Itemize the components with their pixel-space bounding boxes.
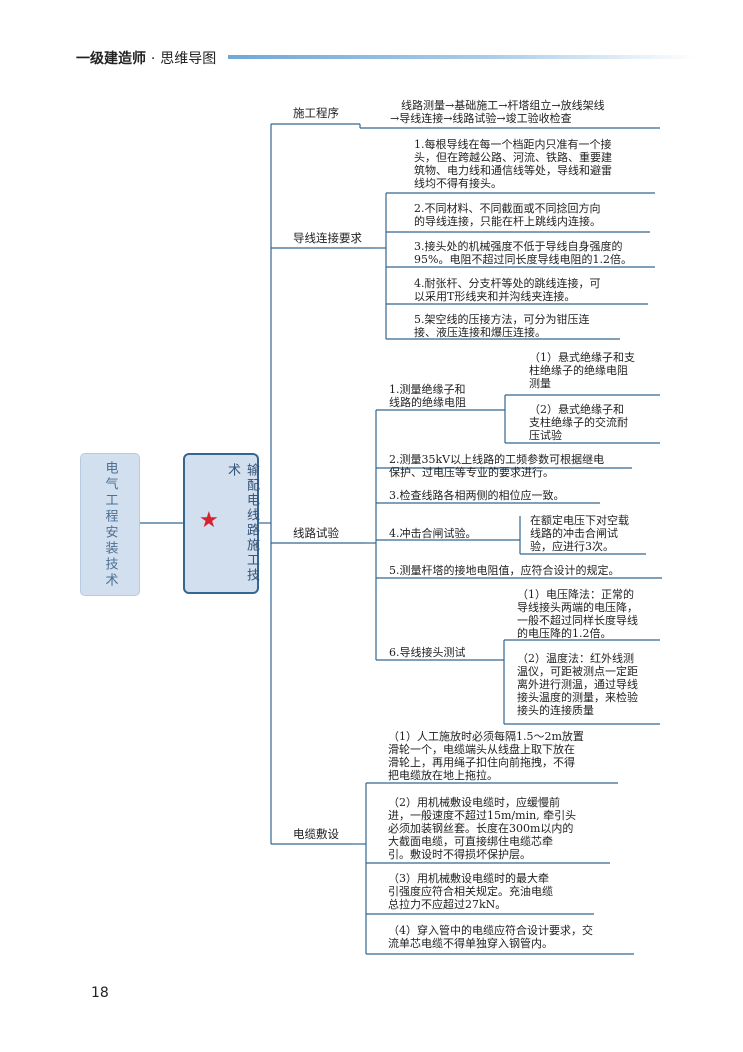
main-topic-label: 输配电线路施工技术 xyxy=(225,463,259,583)
text-line: 筑物、电力线和通信线等处，导线和避雷 xyxy=(414,164,612,177)
text-line: 在额定电压下对空载 xyxy=(530,514,629,527)
test-item-3: 3.检查线路各相两侧的相位应一致。 xyxy=(389,489,565,502)
text-line: 接头温度的测量，来检验 xyxy=(517,691,638,704)
root-node-label: 电气工程安装技术 xyxy=(102,460,118,589)
text-line: 以采用T形线夹和并沟线夹连接。 xyxy=(414,290,576,303)
text-line: （3）用机械敷设电缆时的最大牵 xyxy=(388,872,549,885)
header-subtitle: 思维导图 xyxy=(160,51,217,67)
text-line: 流单芯电缆不得单独穿入钢管内。 xyxy=(388,937,553,950)
text-line: 进，一般速度不超过15m/min, 牵引头 xyxy=(388,809,577,822)
text-line: （2）悬式绝缘子和 xyxy=(529,403,624,416)
text-line: 95%。电阻不超过同长度导线电阻的1.2倍。 xyxy=(414,253,632,266)
wire-item-4: 4.耐张杆、分支杆等处的跳线连接，可 以采用T形线夹和并沟线夹连接。 xyxy=(414,277,601,303)
text-line: （4）穿入管中的电缆应符合设计要求，交 xyxy=(388,924,593,937)
text-line: （2）温度法：红外线测 xyxy=(517,652,634,665)
text-line: 4.耐张杆、分支杆等处的跳线连接，可 xyxy=(414,277,601,290)
root-node: 电气工程安装技术 xyxy=(80,453,140,596)
text-line: 验，应进行3次。 xyxy=(530,540,614,553)
text-line: （1）电压降法：正常的 xyxy=(517,588,634,601)
text-line: 5.架空线的压接方法，可分为钳压连 xyxy=(414,313,590,326)
text-line: 线均不得有接头。 xyxy=(414,177,502,190)
text-line: 接头的连接质量 xyxy=(517,704,594,717)
wire-item-2: 2.不同材料、不同截面或不同捻回方向 的导线连接，只能在杆上跳线内连接。 xyxy=(414,202,601,228)
page-header: 一级建造师 · 思维导图 xyxy=(76,48,216,68)
text-line: 导线接头两端的电压降， xyxy=(517,601,638,614)
construction-text-line-1: 线路测量→基础施工→杆塔组立→放线架线 xyxy=(401,99,605,112)
text-line: 温仪，可距被测点一定距 xyxy=(517,665,638,678)
text-line: 滑轮一个，电缆端头从线盘上取下放在 xyxy=(388,743,575,756)
text-line: 一般不超过同样长度导线 xyxy=(517,614,638,627)
text-line: 必须加装钢丝套。长度在300m以内的 xyxy=(388,822,574,835)
text-line: 的导线连接，只能在杆上跳线内连接。 xyxy=(414,215,601,228)
text-line: 滑轮上，再用绳子扣住向前拖拽，不得 xyxy=(388,756,575,769)
joint-test-sub-1: （1）电压降法：正常的 导线接头两端的电压降， 一般不超过同样长度导线 的电压降… xyxy=(517,588,638,640)
branch-construction-procedure: 施工程序 xyxy=(293,106,339,120)
test-item-4-note: 在额定电压下对空载 线路的冲击合闸试 验，应进行3次。 xyxy=(530,514,629,553)
cable-item-1: （1）人工施放时必须每隔1.5～2m放置 滑轮一个，电缆端头从线盘上取下放在 滑… xyxy=(388,730,584,782)
cable-item-2: （2）用机械敷设电缆时，应缓慢前 进，一般速度不超过15m/min, 牵引头 必… xyxy=(388,796,576,861)
header-title: 一级建造师 xyxy=(76,51,146,67)
wire-item-3: 3.接头处的机械强度不低于导线自身强度的 95%。电阻不超过同长度导线电阻的1.… xyxy=(414,240,632,266)
text-line: （1）人工施放时必须每隔1.5～2m放置 xyxy=(388,730,584,743)
header-gradient-bar xyxy=(228,55,698,59)
text-line: 引强度应符合相关规定。充油电缆 xyxy=(388,885,553,898)
text-line: 3.接头处的机械强度不低于导线自身强度的 xyxy=(414,240,623,253)
test-item-2: 2.测量35kV以上线路的工频参数可根据继电 保护、过电压等专业的要求进行。 xyxy=(389,453,604,479)
wire-item-5: 5.架空线的压接方法，可分为钳压连 接、液压连接和爆压连接。 xyxy=(414,313,590,339)
text-line: 压试验 xyxy=(529,429,562,442)
joint-test-sub-2: （2）温度法：红外线测 温仪，可距被测点一定距 离外进行测温，通过导线 接头温度… xyxy=(517,652,638,717)
main-topic-node: ★ 输配电线路施工技术 xyxy=(183,453,259,594)
text-line: 引。敷设时不得损坏保护层。 xyxy=(388,848,531,861)
text-line: 2.不同材料、不同截面或不同捻回方向 xyxy=(414,202,601,215)
text-line: 保护、过电压等专业的要求进行。 xyxy=(389,466,554,479)
test-item-4: 4.冲击合闸试验。 xyxy=(389,527,477,540)
text-line: 接、液压连接和爆压连接。 xyxy=(414,326,546,339)
text-line: 离外进行测温，通过导线 xyxy=(517,678,638,691)
text-line: 2.测量35kV以上线路的工频参数可根据继电 xyxy=(389,453,605,466)
text-line: 测量 xyxy=(529,377,551,390)
text-line: 把电缆放在地上拖拉。 xyxy=(388,769,498,782)
text-line: 大截面电缆，可直接绑住电缆芯牵 xyxy=(388,835,553,848)
star-icon: ★ xyxy=(199,508,219,533)
text-line: 的电压降的1.2倍。 xyxy=(517,627,612,640)
text-line: 支柱绝缘子的交流耐 xyxy=(529,416,628,429)
test-insulation-label: 1.测量绝缘子和 线路的绝缘电阻 xyxy=(389,383,466,409)
cable-item-3: （3）用机械敷设电缆时的最大牵 引强度应符合相关规定。充油电缆 总拉力不应超过2… xyxy=(388,872,553,911)
test-item-6: 6.导线接头测试 xyxy=(389,646,466,659)
wire-item-1: 1.每根导线在每一个档距内只准有一个接 头，但在跨越公路、河流、铁路、重要建 筑… xyxy=(414,138,612,190)
text-line: 柱绝缘子的绝缘电阻 xyxy=(529,364,628,377)
text-line: 1.每根导线在每一个档距内只准有一个接 xyxy=(414,138,612,151)
branch-line-test: 线路试验 xyxy=(293,526,339,540)
text-line: 总拉力不应超过27kN。 xyxy=(388,898,507,911)
branch-cable-laying: 电缆敷设 xyxy=(293,827,339,841)
text-line: 线路的冲击合闸试 xyxy=(530,527,618,540)
header-dot: · xyxy=(150,51,156,67)
text-line: 1.测量绝缘子和 xyxy=(389,383,466,396)
insulation-sub-2: （2）悬式绝缘子和 支柱绝缘子的交流耐 压试验 xyxy=(529,403,628,442)
test-item-5: 5.测量杆塔的接地电阻值，应符合设计的规定。 xyxy=(389,564,620,577)
text-line: （1）悬式绝缘子和支 xyxy=(529,351,635,364)
construction-text-line-2: →导线连接→线路试验→竣工验收检查 xyxy=(390,112,572,125)
text-line: 线路的绝缘电阻 xyxy=(389,396,466,409)
insulation-sub-1: （1）悬式绝缘子和支 柱绝缘子的绝缘电阻 测量 xyxy=(529,351,635,390)
cable-item-4: （4）穿入管中的电缆应符合设计要求，交 流单芯电缆不得单独穿入钢管内。 xyxy=(388,924,593,950)
text-line: 头，但在跨越公路、河流、铁路、重要建 xyxy=(414,151,612,164)
branch-wire-connection: 导线连接要求 xyxy=(293,231,362,245)
text-line: （2）用机械敷设电缆时，应缓慢前 xyxy=(388,796,560,809)
page-number: 18 xyxy=(91,985,109,1001)
